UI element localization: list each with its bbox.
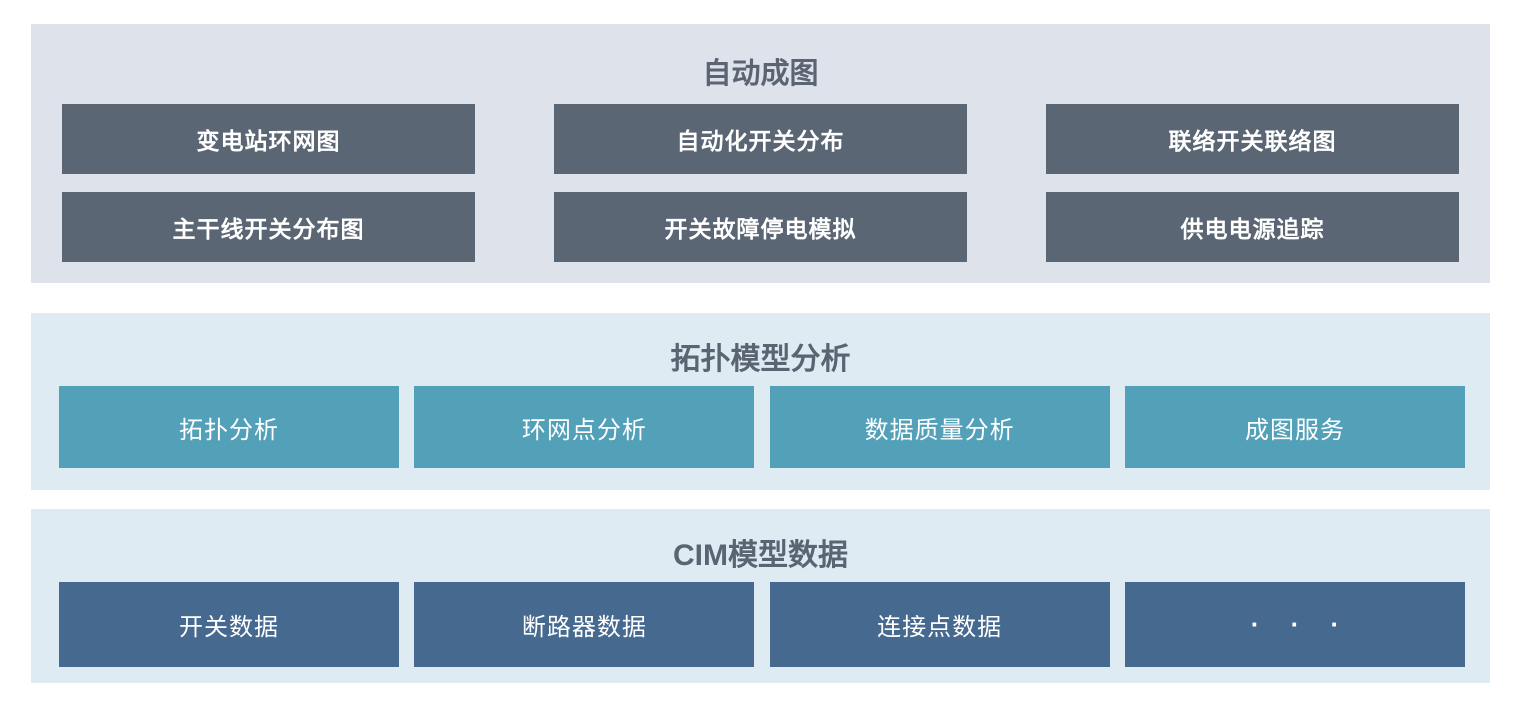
- box-switch-data: 开关数据: [59, 582, 399, 667]
- box-circuit-breaker-data: 断路器数据: [414, 582, 755, 667]
- section-cim-model-data: CIM模型数据 开关数据 断路器数据 连接点数据 · · ·: [31, 509, 1490, 683]
- section-title-topology-model-analysis: 拓扑模型分析: [670, 343, 851, 376]
- box-more-ellipsis: · · ·: [1124, 582, 1465, 667]
- box-ring-network-point-analysis: 环网点分析: [414, 386, 755, 468]
- box-tie-switch-connection-diagram: 联络开关联络图: [1046, 104, 1459, 174]
- box-trunk-line-switch-distribution-diagram: 主干线开关分布图: [62, 192, 475, 262]
- box-diagram-generation-service: 成图服务: [1124, 386, 1465, 468]
- section-topology-model-analysis: 拓扑模型分析 拓扑分析 环网点分析 数据质量分析 成图服务: [31, 313, 1490, 490]
- box-automated-switch-distribution: 自动化开关分布: [554, 104, 967, 174]
- auto-diagram-row-2: 主干线开关分布图 开关故障停电模拟 供电电源追踪: [62, 192, 1459, 262]
- auto-diagram-row-1: 变电站环网图 自动化开关分布 联络开关联络图: [62, 104, 1459, 174]
- section-auto-diagram-generation: 自动成图 变电站环网图 自动化开关分布 联络开关联络图 主干线开关分布图 开关故…: [31, 24, 1490, 283]
- box-substation-ring-network-diagram: 变电站环网图: [62, 104, 475, 174]
- box-data-quality-analysis: 数据质量分析: [769, 386, 1110, 468]
- section-title-auto-diagram-generation: 自动成图: [702, 58, 819, 90]
- topology-analysis-row: 拓扑分析 环网点分析 数据质量分析 成图服务: [59, 386, 1465, 468]
- cim-data-row: 开关数据 断路器数据 连接点数据 · · ·: [59, 582, 1465, 667]
- box-connection-point-data: 连接点数据: [769, 582, 1110, 667]
- box-power-supply-tracing: 供电电源追踪: [1046, 192, 1459, 262]
- section-title-cim-model-data: CIM模型数据: [673, 539, 848, 572]
- box-switch-fault-outage-simulation: 开关故障停电模拟: [554, 192, 967, 262]
- box-topology-analysis: 拓扑分析: [59, 386, 399, 468]
